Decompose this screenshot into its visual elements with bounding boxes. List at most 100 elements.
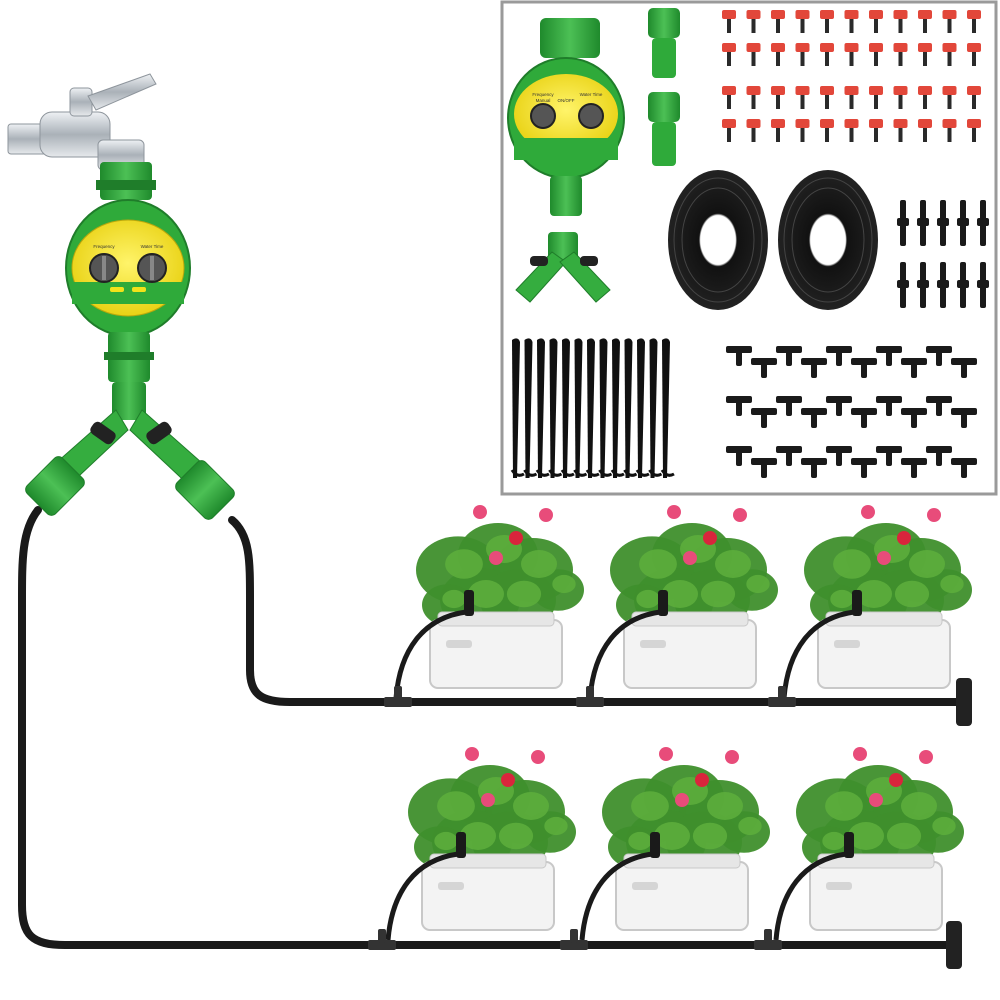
straight-connector-icon (897, 200, 909, 246)
tee-connector-icon (826, 396, 852, 416)
y-splitter-icon (25, 382, 235, 520)
drip-line (393, 609, 467, 699)
potted-rose (579, 747, 770, 941)
drip-emitter-icon (820, 10, 834, 33)
coiled-tubing-icon (668, 170, 878, 310)
tee-connector-icon (901, 358, 927, 378)
end-plug-icon (946, 921, 962, 969)
drip-emitter-icon (918, 43, 932, 66)
rose-flower (733, 508, 747, 522)
drip-line (385, 851, 459, 941)
rose-flower (889, 773, 903, 787)
straight-connector-icon (937, 200, 949, 246)
tee-connector-icon (926, 346, 952, 366)
drip-emitter-icon (844, 10, 859, 33)
drip-emitter-icon (942, 86, 957, 109)
drip-emitter-icon (869, 43, 883, 66)
drip-emitter-icon (942, 10, 957, 33)
tee-connector-icon (801, 358, 827, 378)
rose-flower (675, 793, 689, 807)
planter-box (429, 619, 563, 689)
drip-line (579, 851, 653, 941)
tee-connector-icon (851, 358, 877, 378)
stake-icon (623, 338, 638, 478)
straight-connector-grid (897, 200, 989, 308)
straight-connector-icon (957, 262, 969, 308)
drip-emitter-icon (967, 43, 981, 66)
straight-connector-icon (897, 262, 909, 308)
main-tubing (18, 506, 384, 949)
tee-connector-icon (801, 408, 827, 428)
drip-emitter-icon (967, 119, 981, 142)
drip-emitter-icon (893, 10, 908, 33)
rose-flower (869, 793, 883, 807)
stake-icon (660, 338, 675, 478)
inset-timer-label-on: ON/OFF (558, 98, 575, 103)
rose-flower (861, 505, 875, 519)
rose-flower (481, 793, 495, 807)
drip-emitter-icon (746, 119, 761, 142)
drip-emitter-icon (893, 119, 908, 142)
drip-emitter-icon (795, 43, 810, 66)
drip-emitter-icon (658, 590, 668, 616)
rose-flower (919, 750, 933, 764)
drip-emitter-icon (820, 119, 834, 142)
potted-rose (781, 505, 972, 699)
rose-flower (539, 508, 553, 522)
drip-emitter-icon (967, 10, 981, 33)
inset-timer-label-sub: Manual (536, 98, 551, 103)
potted-rose (385, 747, 576, 941)
stake-icon (585, 338, 600, 478)
potted-rose (773, 747, 964, 941)
straight-connector-icon (977, 262, 989, 308)
line-fittings (368, 678, 972, 969)
stake-icon (573, 338, 588, 478)
tee-connector-icon (951, 408, 977, 428)
straight-connector-icon (917, 200, 929, 246)
tee-connector-icon (876, 446, 902, 466)
drip-emitter-icon (746, 10, 761, 33)
drip-emitter-icon (893, 43, 908, 66)
stake-icon (610, 338, 625, 478)
drip-emitter-icon (464, 590, 474, 616)
potted-rose (587, 505, 778, 699)
drip-emitter-icon (795, 86, 810, 109)
tee-connector-icon (951, 358, 977, 378)
kit-contents-inset: Frequency Manual ON/OFF Water Time (500, 0, 998, 496)
rose-flower (667, 505, 681, 519)
drip-line (773, 851, 847, 941)
drip-emitter-icon (820, 43, 834, 66)
tee-connector-icon (560, 929, 588, 950)
drip-emitter-icon (852, 590, 862, 616)
tee-connector-icon (726, 346, 752, 366)
drip-emitter-icon (650, 832, 660, 858)
stake-icon (510, 338, 525, 478)
stake-icon (548, 338, 563, 478)
straight-connector-icon (937, 262, 949, 308)
drip-emitter-icon (869, 10, 883, 33)
tee-connector-icon (368, 929, 396, 950)
tee-connector-icon (801, 458, 827, 478)
tee-connector-icon (576, 686, 604, 707)
tee-connector-icon (851, 408, 877, 428)
straight-connector-icon (957, 200, 969, 246)
rose-flower (703, 531, 717, 545)
drip-emitter-icon (795, 119, 810, 142)
end-plug-icon (956, 678, 972, 726)
inset-timer-icon: Frequency Manual ON/OFF Water Time (507, 18, 625, 216)
tee-connector-icon (876, 346, 902, 366)
straight-connector-icon (977, 200, 989, 246)
stake-icon (523, 338, 538, 478)
planter-box (615, 861, 749, 931)
tee-connector-icon (776, 396, 802, 416)
tee-connector-icon (384, 686, 412, 707)
drip-emitter-icon (844, 86, 859, 109)
drip-emitter-icon (771, 43, 785, 66)
drip-emitter-icon (844, 119, 859, 142)
drip-emitter-icon (722, 119, 736, 142)
drip-emitter-icon (722, 86, 736, 109)
rose-flower (509, 531, 523, 545)
tee-connector-icon (768, 686, 796, 707)
tee-connector-icon (951, 458, 977, 478)
stake-icon (635, 338, 650, 478)
